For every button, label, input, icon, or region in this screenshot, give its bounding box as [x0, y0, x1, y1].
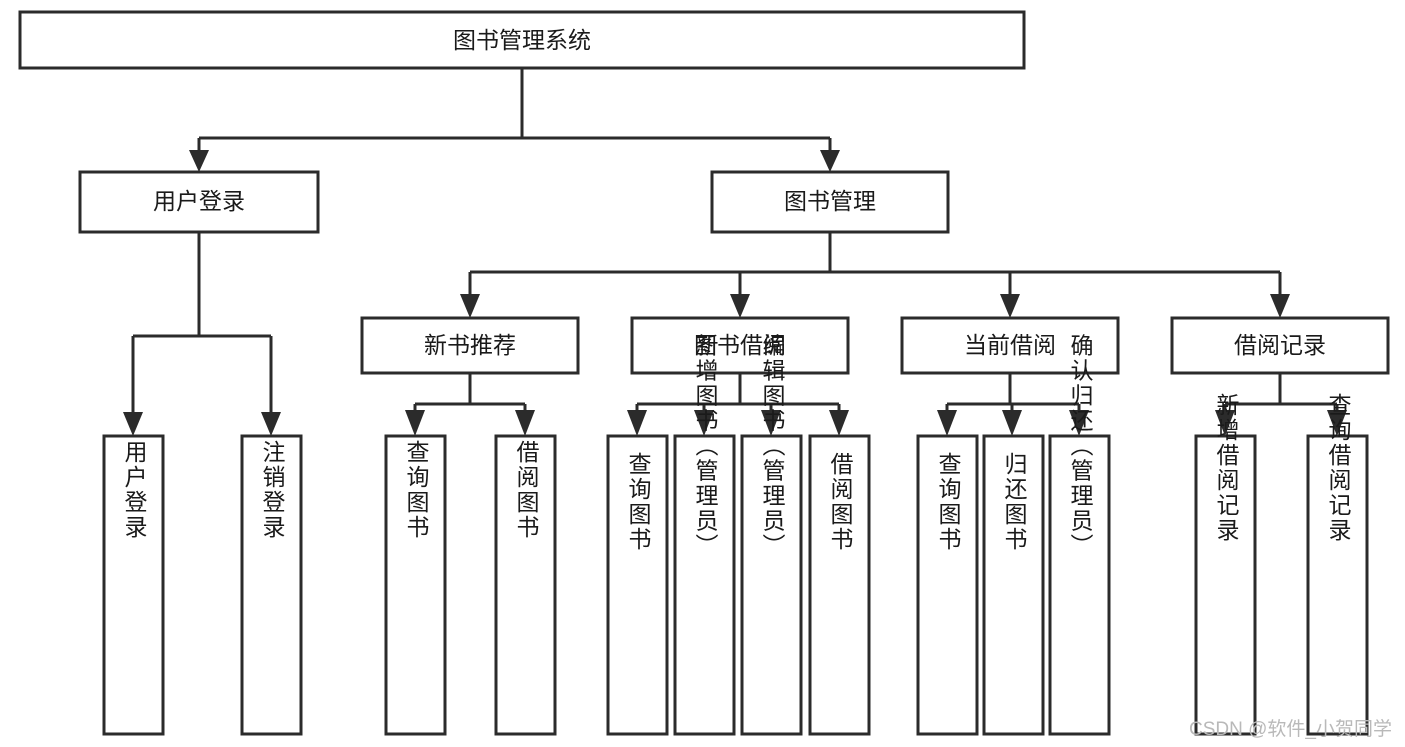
node-current-borrow-label: 当前借阅: [964, 332, 1056, 358]
leaf-logout-login[interactable]: 注销登录: [240, 434, 303, 736]
leaf-borrow-book-1-label: 借阅图书: [513, 440, 540, 540]
leaf-logout-login-label: 注销登录: [259, 440, 286, 540]
arrow-leaf-confirm-return: [1069, 410, 1089, 436]
leaf-query-book-3-box[interactable]: [916, 434, 979, 736]
node-current-borrow[interactable]: 当前借阅: [900, 316, 1120, 375]
leaf-borrow-book-2-label: 借阅图书: [827, 452, 854, 552]
leaf-query-record-label: 查询借阅记录: [1325, 393, 1352, 543]
arrow-leaf-query-book-1: [405, 410, 425, 436]
leaf-add-record-label: 新增借阅记录: [1213, 393, 1240, 543]
leaf-confirm-return-box[interactable]: [1048, 434, 1111, 736]
leaf-query-book-2[interactable]: 查询图书: [606, 434, 669, 736]
leaf-add-book-box[interactable]: [673, 434, 736, 736]
arrow-leaf-borrow-book-1: [515, 410, 535, 436]
node-new-book-recommend-box[interactable]: [360, 316, 580, 375]
leaf-add-record-box[interactable]: [1194, 434, 1257, 736]
leaf-query-book-1-label: 查询图书: [403, 440, 430, 540]
leaf-confirm-return-label: 确认归还（管理员）: [1067, 334, 1094, 559]
edge-layer: [123, 68, 1347, 436]
leaf-query-book-2-box[interactable]: [606, 434, 669, 736]
arrow-leaf-edit-book: [761, 410, 781, 436]
leaf-borrow-book-1[interactable]: 借阅图书: [494, 434, 557, 736]
leaf-borrow-book-2-box[interactable]: [808, 434, 871, 736]
node-user-login-box[interactable]: [78, 170, 320, 234]
leaf-query-book-3-label: 查询图书: [935, 452, 962, 552]
leaf-logout-login-box[interactable]: [240, 434, 303, 736]
node-current-borrow-box[interactable]: [900, 316, 1120, 375]
arrow-leaf-query-book-2: [627, 410, 647, 436]
leaf-edit-book[interactable]: 编辑图书（管理员）: [740, 334, 803, 736]
node-book-manage-box[interactable]: [710, 170, 950, 234]
leaf-add-book-label: 新增图书（管理员）: [692, 334, 719, 559]
arrow-leaf-logout-login: [261, 412, 281, 436]
leaf-query-record-box[interactable]: [1306, 434, 1369, 736]
arrow-book-manage: [820, 150, 840, 172]
node-book-manage[interactable]: 图书管理: [710, 170, 950, 234]
leaf-query-book-3[interactable]: 查询图书: [916, 434, 979, 736]
node-book-manage-label: 图书管理: [784, 188, 876, 214]
leaf-return-book[interactable]: 归还图书: [982, 434, 1045, 736]
leaf-query-book-1-box[interactable]: [384, 434, 447, 736]
watermark-label: CSDN @软件_小贺同学: [1189, 718, 1392, 740]
node-user-login[interactable]: 用户登录: [78, 170, 320, 234]
arrow-user-login: [189, 150, 209, 172]
arrow-leaf-add-book: [694, 410, 714, 436]
leaf-confirm-return[interactable]: 确认归还（管理员）: [1048, 334, 1111, 736]
node-root[interactable]: 图书管理系统: [18, 10, 1026, 70]
leaf-add-record[interactable]: 新增借阅记录: [1194, 393, 1257, 736]
node-user-login-label: 用户登录: [153, 188, 245, 214]
leaf-return-book-label: 归还图书: [1001, 452, 1028, 552]
arrow-leaf-user-login: [123, 412, 143, 436]
arrow-current-borrow: [1000, 294, 1020, 318]
leaf-borrow-book-2[interactable]: 借阅图书: [808, 434, 871, 736]
leaf-user-login-box[interactable]: [102, 434, 165, 736]
node-root-label: 图书管理系统: [453, 27, 591, 53]
leaf-borrow-book-1-box[interactable]: [494, 434, 557, 736]
leaf-user-login-label: 用户登录: [121, 440, 148, 540]
node-book-borrow-box[interactable]: [630, 316, 850, 375]
node-book-borrow[interactable]: 图书借阅: [630, 316, 850, 375]
arrow-borrow-record: [1270, 294, 1290, 318]
leaf-user-login[interactable]: 用户登录: [102, 434, 165, 736]
node-new-book-recommend-label: 新书推荐: [424, 332, 516, 358]
leaf-edit-book-label: 编辑图书（管理员）: [759, 334, 786, 559]
leaf-return-book-box[interactable]: [982, 434, 1045, 736]
arrow-new-book-recommend: [460, 294, 480, 318]
node-book-borrow-label: 图书借阅: [694, 332, 786, 358]
arrow-leaf-query-book-3: [937, 410, 957, 436]
node-root-box[interactable]: [18, 10, 1026, 70]
node-borrow-record-box[interactable]: [1170, 316, 1390, 375]
leaf-edit-book-box[interactable]: [740, 434, 803, 736]
arrow-leaf-return-book: [1002, 410, 1022, 436]
node-borrow-record-label: 借阅记录: [1234, 332, 1326, 358]
leaf-query-book-1[interactable]: 查询图书: [384, 434, 447, 736]
leaf-query-book-2-label: 查询图书: [625, 452, 652, 552]
arrow-leaf-add-record: [1215, 410, 1235, 436]
node-borrow-record[interactable]: 借阅记录: [1170, 316, 1390, 375]
leaf-add-book[interactable]: 新增图书（管理员）: [673, 334, 736, 736]
arrow-leaf-borrow-book-2: [829, 410, 849, 436]
node-new-book-recommend[interactable]: 新书推荐: [360, 316, 580, 375]
leaf-query-record[interactable]: 查询借阅记录: [1306, 393, 1369, 736]
arrow-leaf-query-record: [1327, 410, 1347, 436]
arrow-book-borrow: [730, 294, 750, 318]
